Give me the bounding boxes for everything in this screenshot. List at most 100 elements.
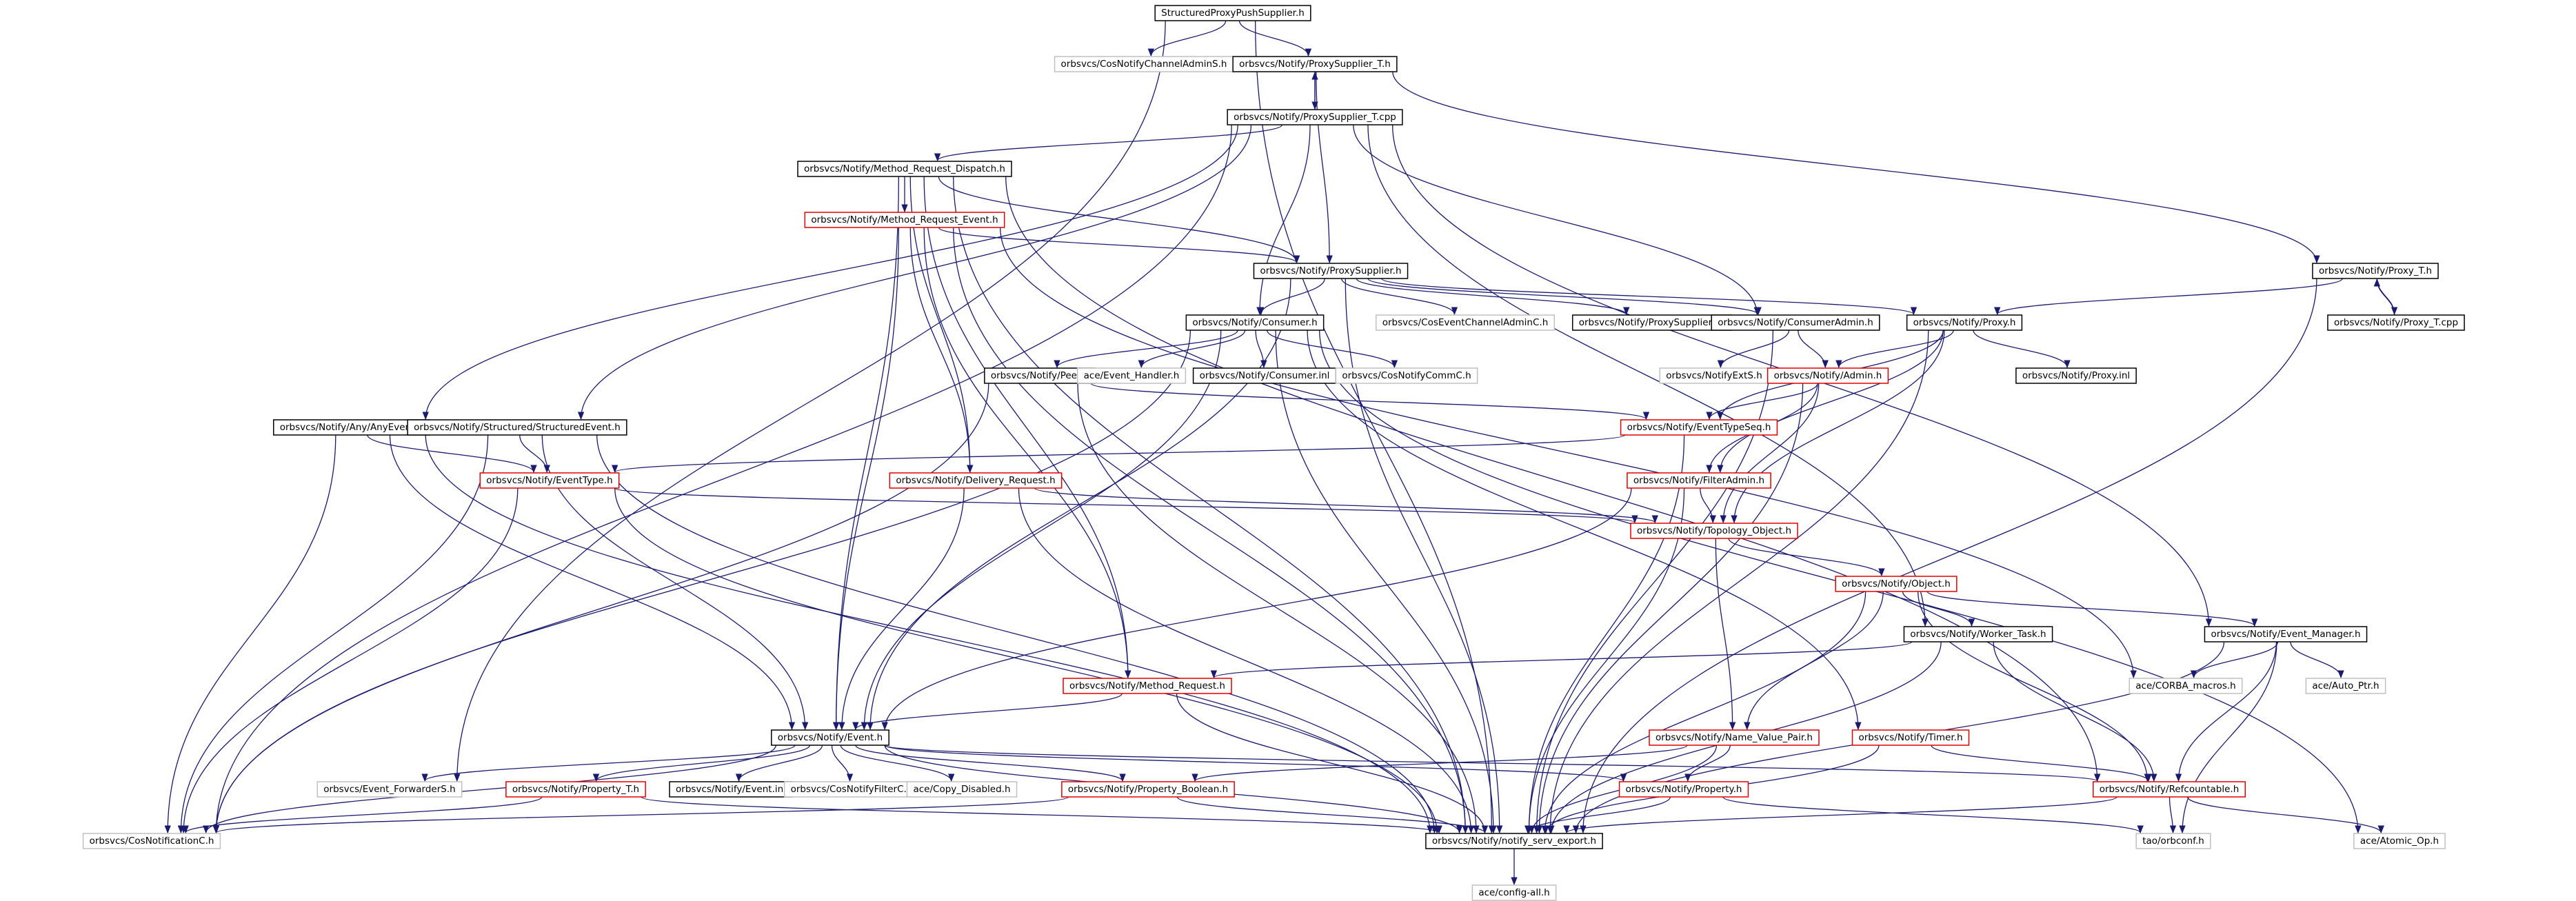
node-property-t-h[interactable]: orbsvcs/Notify/Property_T.h: [505, 781, 646, 798]
node-copy-disabled[interactable]: ace/Copy_Disabled.h: [906, 781, 1018, 798]
node-anyevent-h[interactable]: orbsvcs/Notify/Any/AnyEvent.h: [273, 419, 430, 436]
node-structuredevent-h[interactable]: orbsvcs/Notify/Structured/StructuredEven…: [407, 419, 627, 436]
edge-delivery-request-h-to-notify-serv-export: [1018, 487, 1475, 834]
edge-proxysupplier-h-to-proxy-h: [1380, 278, 1917, 316]
node-property-boolean-h[interactable]: orbsvcs/Notify/Property_Boolean.h: [1061, 781, 1235, 798]
node-eventtype-h[interactable]: orbsvcs/Notify/EventType.h: [479, 472, 620, 489]
node-proxysupplier-t-cpp[interactable]: orbsvcs/Notify/ProxySupplier_T.cpp: [1227, 109, 1403, 125]
node-event-forwarders[interactable]: orbsvcs/Event_ForwarderS.h: [316, 781, 463, 798]
node-timer-h[interactable]: orbsvcs/Notify/Timer.h: [1851, 729, 1970, 746]
edge-worker-task-h-to-refcountable-h: [1993, 641, 2157, 782]
node-peer-h[interactable]: orbsvcs/Notify/Peer.h: [984, 367, 1096, 384]
node-atomic-op[interactable]: ace/Atomic_Op.h: [2353, 833, 2446, 849]
node-box: [2092, 781, 2246, 798]
node-config-all[interactable]: ace/config-all.h: [1471, 884, 1557, 901]
edge-mre-to-notify-serv-export: [953, 227, 1469, 834]
node-label: ace/Copy_Disabled.h: [913, 784, 1010, 795]
node-proxy-inl[interactable]: orbsvcs/Notify/Proxy.inl: [2015, 367, 2137, 384]
edge-proxy-t-cpp-to-proxy-t-h: [2373, 278, 2395, 316]
node-coseventchanneladminc[interactable]: orbsvcs/CosEventChannelAdminC.h: [1375, 314, 1556, 331]
edge-root-to-event-forwarders: [454, 20, 1166, 782]
node-box: [1232, 56, 1398, 72]
node-label: StructuredProxyPushSupplier.h: [1161, 8, 1305, 19]
node-method-request-h[interactable]: orbsvcs/Notify/Method_Request.h: [1063, 678, 1232, 694]
node-notifyexts[interactable]: orbsvcs/NotifyExtS.h: [1659, 367, 1769, 384]
node-auto-ptr[interactable]: ace/Auto_Ptr.h: [2305, 678, 2386, 694]
edge-object-h-to-worker-task-h: [1902, 591, 1975, 627]
node-name-value-pair-h[interactable]: orbsvcs/Notify/Name_Value_Pair.h: [1649, 729, 1820, 746]
node-cosnotifyfilterc[interactable]: orbsvcs/CosNotifyFilterC.h: [783, 781, 920, 798]
node-label: ace/Auto_Ptr.h: [2312, 680, 2379, 691]
node-object-h[interactable]: orbsvcs/Notify/Object.h: [1835, 576, 1958, 592]
node-box: [1425, 833, 1603, 849]
node-cosnotifychanneladmins[interactable]: orbsvcs/CosNotifyChannelAdminS.h: [1054, 56, 1234, 72]
edge-proxy-h-to-proxy-inl: [1973, 330, 2071, 369]
node-box: [1906, 314, 2023, 331]
edge-proxysupplier-t-cpp-to-consumer-h: [1256, 124, 1311, 316]
node-proxysupplier-h[interactable]: orbsvcs/Notify/ProxySupplier.h: [1253, 263, 1409, 279]
node-cosnotificationc[interactable]: orbsvcs/CosNotificationC.h: [82, 833, 221, 849]
node-mre[interactable]: orbsvcs/Notify/Method_Request_Event.h: [804, 212, 1005, 228]
edge-proxysupplier-h-to-consumeradmin-h: [1367, 278, 1762, 316]
node-event-manager-h[interactable]: orbsvcs/Notify/Event_Manager.h: [2204, 626, 2368, 642]
node-box: [1076, 367, 1187, 384]
node-event-h[interactable]: orbsvcs/Notify/Event.h: [771, 729, 889, 746]
edge-refcountable-h-to-orbconf: [2169, 796, 2177, 834]
edge-consumer-h-to-notify-serv-export: [1275, 330, 1497, 834]
edge-proxy-t-h-to-notify-serv-export: [1580, 278, 2317, 834]
node-topology-object-h[interactable]: orbsvcs/Notify/Topology_Object.h: [1630, 523, 1798, 539]
node-consumeradmin-h[interactable]: orbsvcs/Notify/ConsumerAdmin.h: [1711, 314, 1880, 331]
node-property-h[interactable]: orbsvcs/Notify/Property.h: [1618, 781, 1749, 798]
edge-mrd-to-notify-serv-export: [953, 176, 1469, 834]
node-box: [1375, 314, 1556, 331]
node-consumer-inl[interactable]: orbsvcs/Notify/Consumer.inl: [1192, 367, 1337, 384]
node-notify-serv-export[interactable]: orbsvcs/Notify/notify_serv_export.h: [1425, 833, 1603, 849]
node-refcountable-h[interactable]: orbsvcs/Notify/Refcountable.h: [2092, 781, 2246, 798]
node-mrd[interactable]: orbsvcs/Notify/Method_Request_Dispatch.h: [797, 161, 1012, 177]
node-orbconf[interactable]: tao/orbconf.h: [2135, 833, 2211, 849]
edge-consumeradmin-h-to-notifyexts: [1717, 330, 1790, 369]
edge-consumer-h-to-consumer-inl: [1255, 330, 1267, 369]
node-proxy-t-h[interactable]: orbsvcs/Notify/Proxy_T.h: [2312, 263, 2439, 279]
node-proxy-t-cpp[interactable]: orbsvcs/Notify/Proxy_T.cpp: [2327, 314, 2465, 331]
edge-proxysupplier-t-cpp-to-worker-task-h: [1367, 124, 1929, 627]
node-proxysupplier-inl[interactable]: orbsvcs/Notify/ProxySupplier.inl: [1571, 314, 1733, 331]
node-filteradmin-h[interactable]: orbsvcs/Notify/FilterAdmin.h: [1627, 472, 1771, 489]
edge-proxysupplier-t-cpp-to-structuredevent-h: [577, 124, 1252, 421]
edge-worker-task-h-to-method-request-h: [1211, 641, 1913, 679]
node-label: orbsvcs/Notify/Worker_Task.h: [1910, 629, 2046, 640]
node-label: orbsvcs/Notify/Timer.h: [1858, 732, 1962, 743]
edge-filteradmin-h-to-event-h: [881, 487, 1632, 731]
node-event-handler[interactable]: ace/Event_Handler.h: [1076, 367, 1187, 384]
node-label: orbsvcs/Notify/notify_serv_export.h: [1432, 836, 1596, 847]
node-cosnotifycommc[interactable]: orbsvcs/CosNotifyCommC.h: [1335, 367, 1478, 384]
edge-mre-to-corba-macros: [1000, 227, 2137, 679]
edge-anyevent-h-to-event-h: [389, 434, 796, 731]
node-event-inl[interactable]: orbsvcs/Notify/Event.inl: [669, 781, 793, 798]
edge-proxysupplier-h-to-event-h: [867, 278, 1291, 731]
edge-consumeradmin-h-to-admin-h: [1798, 330, 1829, 369]
edge-event-h-to-copy-disabled: [840, 745, 955, 782]
node-proxy-h[interactable]: orbsvcs/Notify/Proxy.h: [1906, 314, 2023, 331]
node-eventtypeseq-h[interactable]: orbsvcs/Notify/EventTypeSeq.h: [1620, 419, 1778, 436]
node-box: [1185, 314, 1325, 331]
node-box: [771, 729, 889, 746]
node-consumer-h[interactable]: orbsvcs/Notify/Consumer.h: [1185, 314, 1325, 331]
node-box: [316, 781, 463, 798]
node-label: orbsvcs/Notify/Proxy_T.cpp: [2334, 317, 2458, 328]
node-corba-macros[interactable]: ace/CORBA_macros.h: [2129, 678, 2243, 694]
node-label: orbsvcs/Notify/Method_Request_Event.h: [811, 214, 998, 225]
edge-refcountable-h-to-atomic-op: [2187, 796, 2384, 834]
node-worker-task-h[interactable]: orbsvcs/Notify/Worker_Task.h: [1903, 626, 2053, 642]
edge-filteradmin-h-to-topology-object-h: [1700, 487, 1716, 524]
edge-event-manager-h-to-corba-macros: [2190, 641, 2279, 679]
edge-structuredevent-h-to-cosnotificationc: [177, 434, 489, 834]
node-delivery-request-h[interactable]: orbsvcs/Notify/Delivery_Request.h: [889, 472, 1063, 489]
edge-event-h-to-event-forwarders: [421, 745, 796, 782]
node-root[interactable]: StructuredProxyPushSupplier.h: [1154, 5, 1311, 21]
node-admin-h[interactable]: orbsvcs/Notify/Admin.h: [1767, 367, 1889, 384]
node-proxysupplier-t-h[interactable]: orbsvcs/Notify/ProxySupplier_T.h: [1232, 56, 1398, 72]
node-label: orbsvcs/Notify/Property.h: [1626, 784, 1742, 795]
edge-eventtype-h-to-topology-object-h: [614, 487, 1638, 524]
